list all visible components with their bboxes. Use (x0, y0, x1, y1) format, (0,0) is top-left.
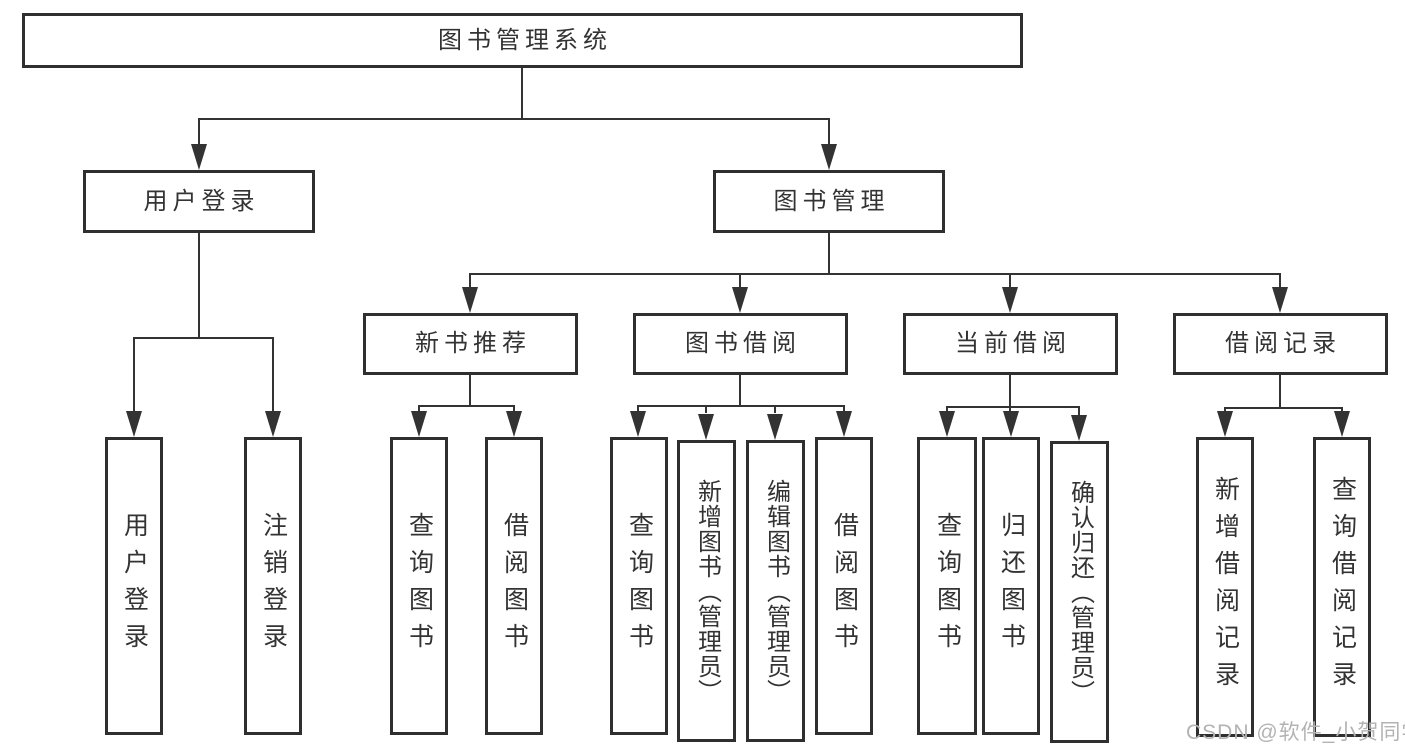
edge-cb-stem (1009, 375, 1011, 406)
edge-cb-2 (1009, 406, 1011, 413)
edge-to-book-borrow (739, 273, 741, 289)
edge-bb-rail (638, 405, 845, 407)
arrow-down-icon (1003, 411, 1019, 437)
edge-to-user-login (198, 118, 200, 146)
leaf-br-query-record: 查询借阅记录 (1313, 437, 1371, 737)
node-root: 图书管理系统 (22, 13, 1023, 68)
leaf-br-add-record-label: 新增借阅记录 (1211, 476, 1240, 698)
node-current-borrow-label: 当前借阅 (955, 330, 1071, 357)
edge-to-current-borrow (1009, 273, 1011, 289)
node-book-borrow: 图书借阅 (633, 313, 848, 375)
edge-nb-left (418, 405, 420, 413)
edge-bb-2 (705, 405, 707, 413)
edge-cb-1 (946, 406, 948, 413)
leaf-logout: 注销登录 (244, 437, 302, 735)
leaf-bb-add-book-admin: 新增图书（管理员） (677, 440, 736, 742)
edge-user-login-stem (198, 233, 200, 337)
edge-to-leaf-logout (272, 337, 274, 413)
edge-bb-1 (637, 405, 639, 413)
edge-nb-right (513, 405, 515, 413)
leaf-bb-add-book-admin-label: 新增图书（管理员） (693, 478, 721, 704)
edge-to-new-book-recommend (469, 273, 471, 289)
leaf-user-login: 用户登录 (105, 437, 163, 735)
arrow-down-icon (265, 411, 281, 437)
watermark: CSDN @软件_小贺同学 (1186, 721, 1405, 744)
leaf-cb-query-book-label: 查询图书 (933, 512, 962, 660)
leaf-cb-return-book-label: 归还图书 (997, 512, 1026, 660)
leaf-cb-query-book: 查询图书 (917, 437, 977, 735)
edge-level1-rail (199, 118, 830, 120)
arrow-down-icon (767, 414, 783, 440)
arrow-down-icon (1334, 411, 1350, 437)
edge-bb-stem (739, 375, 741, 405)
edge-to-book-management (828, 118, 830, 146)
arrow-down-icon (126, 411, 142, 437)
arrow-down-icon (1272, 287, 1288, 313)
edge-bb-4 (843, 405, 845, 413)
edge-user-login-rail (134, 337, 274, 339)
node-book-borrow-label: 图书借阅 (685, 330, 801, 357)
edge-br-rail (1225, 407, 1343, 409)
edge-to-borrow-records (1279, 273, 1281, 289)
arrow-down-icon (939, 411, 955, 437)
edge-br-stem (1279, 375, 1281, 407)
edge-br-left (1224, 407, 1226, 413)
edge-level2-rail (470, 273, 1281, 275)
leaf-nb-borrow-book: 借阅图书 (485, 437, 543, 735)
edge-nb-rail (419, 405, 515, 407)
leaf-br-query-record-label: 查询借阅记录 (1328, 476, 1357, 698)
leaf-cb-return-book: 归还图书 (982, 437, 1040, 735)
arrow-down-icon (462, 287, 478, 313)
node-book-management-label: 图书管理 (773, 187, 890, 215)
node-borrow-records-label: 借阅记录 (1225, 330, 1341, 357)
edge-book-management-stem (828, 233, 830, 273)
edge-cb-rail (947, 406, 1080, 408)
node-new-book-recommend-label: 新书推荐 (415, 330, 531, 357)
edge-nb-stem (469, 375, 471, 405)
node-book-management: 图书管理 (713, 170, 945, 233)
leaf-bb-query-book: 查询图书 (610, 437, 668, 735)
edge-to-leaf-user-login (133, 337, 135, 413)
arrow-down-icon (698, 414, 714, 440)
arrow-down-icon (411, 411, 427, 437)
arrow-down-icon (732, 287, 748, 313)
arrow-down-icon (630, 411, 646, 437)
arrow-down-icon (1071, 415, 1087, 441)
arrow-down-icon (821, 144, 837, 170)
leaf-user-login-label: 用户登录 (120, 512, 149, 660)
leaf-logout-label: 注销登录 (259, 512, 288, 660)
arrow-down-icon (836, 411, 852, 437)
node-current-borrow: 当前借阅 (903, 313, 1118, 375)
node-user-login-label: 用户登录 (143, 187, 260, 215)
leaf-nb-borrow-book-label: 借阅图书 (500, 512, 529, 660)
leaf-cb-confirm-return-admin-label: 确认归还（管理员） (1066, 479, 1094, 705)
edge-root-stem (521, 68, 523, 118)
arrow-down-icon (506, 411, 522, 437)
edge-br-right (1341, 407, 1343, 413)
node-user-login: 用户登录 (83, 170, 315, 233)
arrow-down-icon (1217, 411, 1233, 437)
leaf-bb-edit-book-admin-label: 编辑图书（管理员） (762, 478, 790, 704)
leaf-bb-borrow-book-label: 借阅图书 (830, 512, 859, 660)
arrow-down-icon (191, 144, 207, 170)
edge-bb-3 (774, 405, 776, 413)
leaf-bb-borrow-book: 借阅图书 (815, 437, 873, 735)
node-new-book-recommend: 新书推荐 (363, 313, 578, 375)
node-borrow-records: 借阅记录 (1173, 313, 1388, 375)
leaf-nb-query-book: 查询图书 (390, 437, 448, 735)
leaf-cb-confirm-return-admin: 确认归还（管理员） (1050, 441, 1109, 743)
leaf-br-add-record: 新增借阅记录 (1196, 437, 1254, 737)
arrow-down-icon (1002, 287, 1018, 313)
edge-cb-3 (1078, 406, 1080, 415)
node-root-label: 图书管理系统 (438, 26, 612, 54)
leaf-bb-edit-book-admin: 编辑图书（管理员） (746, 440, 805, 742)
leaf-nb-query-book-label: 查询图书 (405, 512, 434, 660)
leaf-bb-query-book-label: 查询图书 (625, 512, 654, 660)
